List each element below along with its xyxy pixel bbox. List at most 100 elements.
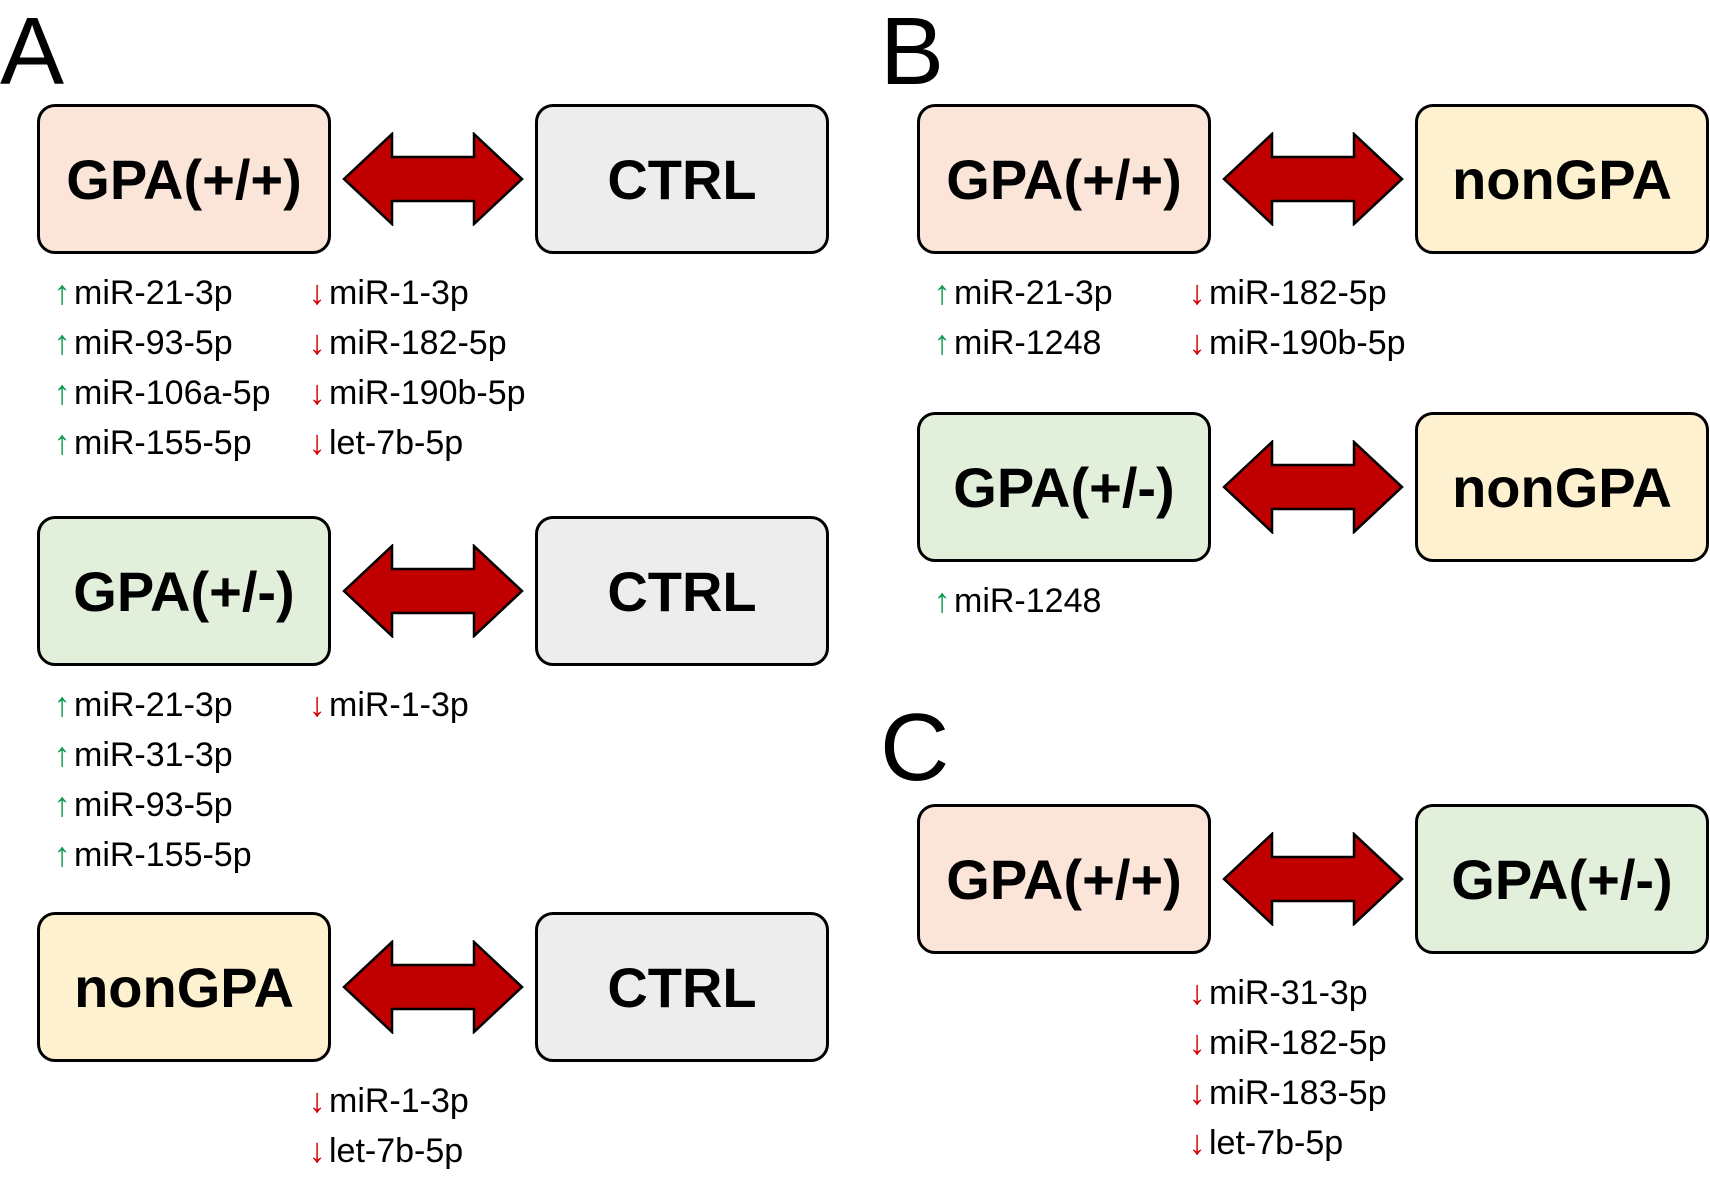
downregulated-mirna-item: ↓miR-1-3p xyxy=(307,682,469,732)
up-arrow-icon: ↑ xyxy=(933,582,951,620)
down-arrow-icon: ↓ xyxy=(308,324,326,362)
left-group-box: GPA(+/+) xyxy=(37,104,331,254)
arrow-shape xyxy=(342,544,524,638)
right-group-box: CTRL xyxy=(535,104,829,254)
downregulated-mirna-list: ↓miR-1-3p↓miR-182-5p↓miR-190b-5p↓let-7b-… xyxy=(307,270,526,470)
downregulated-mirna-list: ↓miR-1-3p↓let-7b-5p xyxy=(307,1078,469,1178)
downregulated-mirna-item: ↓miR-1-3p xyxy=(307,270,526,320)
upregulated-mirna-item: ↑miR-155-5p xyxy=(52,420,271,470)
downregulated-mirna-item: ↓let-7b-5p xyxy=(1187,1120,1387,1170)
left-group-box: nonGPA xyxy=(37,912,331,1062)
mirna-name: miR-155-5p xyxy=(74,424,252,462)
upregulated-mirna-item: ↑miR-106a-5p xyxy=(52,370,271,420)
mirna-name: miR-106a-5p xyxy=(74,374,271,412)
downregulated-mirna-item: ↓miR-190b-5p xyxy=(307,370,526,420)
panel-letter-b: B xyxy=(880,0,945,105)
arrow-shape xyxy=(1222,132,1404,226)
mirna-name: miR-93-5p xyxy=(74,324,233,362)
mirna-name: miR-21-3p xyxy=(74,686,233,724)
downregulated-mirna-item: ↓miR-190b-5p xyxy=(1187,320,1406,370)
down-arrow-icon: ↓ xyxy=(1188,324,1206,362)
down-arrow-icon: ↓ xyxy=(1188,1074,1206,1112)
downregulated-mirna-item: ↓miR-182-5p xyxy=(1187,270,1406,320)
right-group-box: CTRL xyxy=(535,912,829,1062)
arrow-shape xyxy=(1222,832,1404,926)
up-arrow-icon: ↑ xyxy=(933,274,951,312)
downregulated-mirna-list: ↓miR-1-3p xyxy=(307,682,469,732)
downregulated-mirna-list: ↓miR-182-5p↓miR-190b-5p xyxy=(1187,270,1406,370)
down-arrow-icon: ↓ xyxy=(308,374,326,412)
mirna-name: miR-1248 xyxy=(954,582,1102,620)
upregulated-mirna-item: ↑miR-155-5p xyxy=(52,832,252,882)
downregulated-mirna-item: ↓let-7b-5p xyxy=(307,1128,469,1178)
down-arrow-icon: ↓ xyxy=(308,686,326,724)
mirna-name: let-7b-5p xyxy=(1209,1124,1344,1162)
mirna-name: miR-1-3p xyxy=(329,1082,469,1120)
right-group-box: GPA(+/-) xyxy=(1415,804,1709,954)
downregulated-mirna-item: ↓miR-183-5p xyxy=(1187,1070,1387,1120)
up-arrow-icon: ↑ xyxy=(53,736,71,774)
down-arrow-icon: ↓ xyxy=(1188,274,1206,312)
upregulated-mirna-item: ↑miR-93-5p xyxy=(52,320,271,370)
up-arrow-icon: ↑ xyxy=(53,786,71,824)
mirna-name: miR-21-3p xyxy=(954,274,1113,312)
mirna-name: miR-155-5p xyxy=(74,836,252,874)
upregulated-mirna-list: ↑miR-21-3p↑miR-1248 xyxy=(932,270,1113,370)
downregulated-mirna-item: ↓miR-182-5p xyxy=(1187,1020,1387,1070)
upregulated-mirna-list: ↑miR-1248 xyxy=(932,578,1102,628)
left-group-box: GPA(+/-) xyxy=(37,516,331,666)
mirna-name: miR-93-5p xyxy=(74,786,233,824)
downregulated-mirna-item: ↓miR-31-3p xyxy=(1187,970,1387,1020)
double-headed-arrow-icon xyxy=(1222,132,1404,226)
up-arrow-icon: ↑ xyxy=(53,836,71,874)
upregulated-mirna-item: ↑miR-1248 xyxy=(932,320,1113,370)
downregulated-mirna-item: ↓let-7b-5p xyxy=(307,420,526,470)
arrow-shape xyxy=(1222,440,1404,534)
mirna-name: let-7b-5p xyxy=(329,1132,464,1170)
upregulated-mirna-item: ↑miR-21-3p xyxy=(52,270,271,320)
up-arrow-icon: ↑ xyxy=(53,274,71,312)
upregulated-mirna-list: ↑miR-21-3p↑miR-93-5p↑miR-106a-5p↑miR-155… xyxy=(52,270,271,470)
mirna-name: miR-183-5p xyxy=(1209,1074,1387,1112)
mirna-name: miR-1248 xyxy=(954,324,1102,362)
panel-letter-c: C xyxy=(880,694,950,801)
upregulated-mirna-item: ↑miR-21-3p xyxy=(932,270,1113,320)
mirna-name: miR-182-5p xyxy=(1209,1024,1387,1062)
down-arrow-icon: ↓ xyxy=(308,1082,326,1120)
arrow-shape xyxy=(342,132,524,226)
mirna-name: miR-182-5p xyxy=(329,324,507,362)
downregulated-mirna-list: ↓miR-31-3p↓miR-182-5p↓miR-183-5p↓let-7b-… xyxy=(1187,970,1387,1170)
mirna-name: miR-21-3p xyxy=(74,274,233,312)
left-group-box: GPA(+/-) xyxy=(917,412,1211,562)
up-arrow-icon: ↑ xyxy=(53,374,71,412)
down-arrow-icon: ↓ xyxy=(1188,1024,1206,1062)
down-arrow-icon: ↓ xyxy=(1188,974,1206,1012)
upregulated-mirna-list: ↑miR-21-3p↑miR-31-3p↑miR-93-5p↑miR-155-5… xyxy=(52,682,252,882)
down-arrow-icon: ↓ xyxy=(308,274,326,312)
up-arrow-icon: ↑ xyxy=(933,324,951,362)
double-headed-arrow-icon xyxy=(342,940,524,1034)
arrow-shape xyxy=(342,940,524,1034)
mirna-name: let-7b-5p xyxy=(329,424,464,462)
downregulated-mirna-item: ↓miR-182-5p xyxy=(307,320,526,370)
double-headed-arrow-icon xyxy=(1222,440,1404,534)
mirna-name: miR-1-3p xyxy=(329,274,469,312)
downregulated-mirna-item: ↓miR-1-3p xyxy=(307,1078,469,1128)
double-headed-arrow-icon xyxy=(1222,832,1404,926)
mirna-name: miR-182-5p xyxy=(1209,274,1387,312)
upregulated-mirna-item: ↑miR-1248 xyxy=(932,578,1102,628)
left-group-box: GPA(+/+) xyxy=(917,804,1211,954)
mirna-name: miR-31-3p xyxy=(1209,974,1368,1012)
mirna-name: miR-31-3p xyxy=(74,736,233,774)
right-group-box: nonGPA xyxy=(1415,104,1709,254)
mirna-name: miR-190b-5p xyxy=(329,374,526,412)
mirna-name: miR-1-3p xyxy=(329,686,469,724)
left-group-box: GPA(+/+) xyxy=(917,104,1211,254)
upregulated-mirna-item: ↑miR-31-3p xyxy=(52,732,252,782)
upregulated-mirna-item: ↑miR-21-3p xyxy=(52,682,252,732)
upregulated-mirna-item: ↑miR-93-5p xyxy=(52,782,252,832)
up-arrow-icon: ↑ xyxy=(53,324,71,362)
down-arrow-icon: ↓ xyxy=(1188,1124,1206,1162)
down-arrow-icon: ↓ xyxy=(308,1132,326,1170)
